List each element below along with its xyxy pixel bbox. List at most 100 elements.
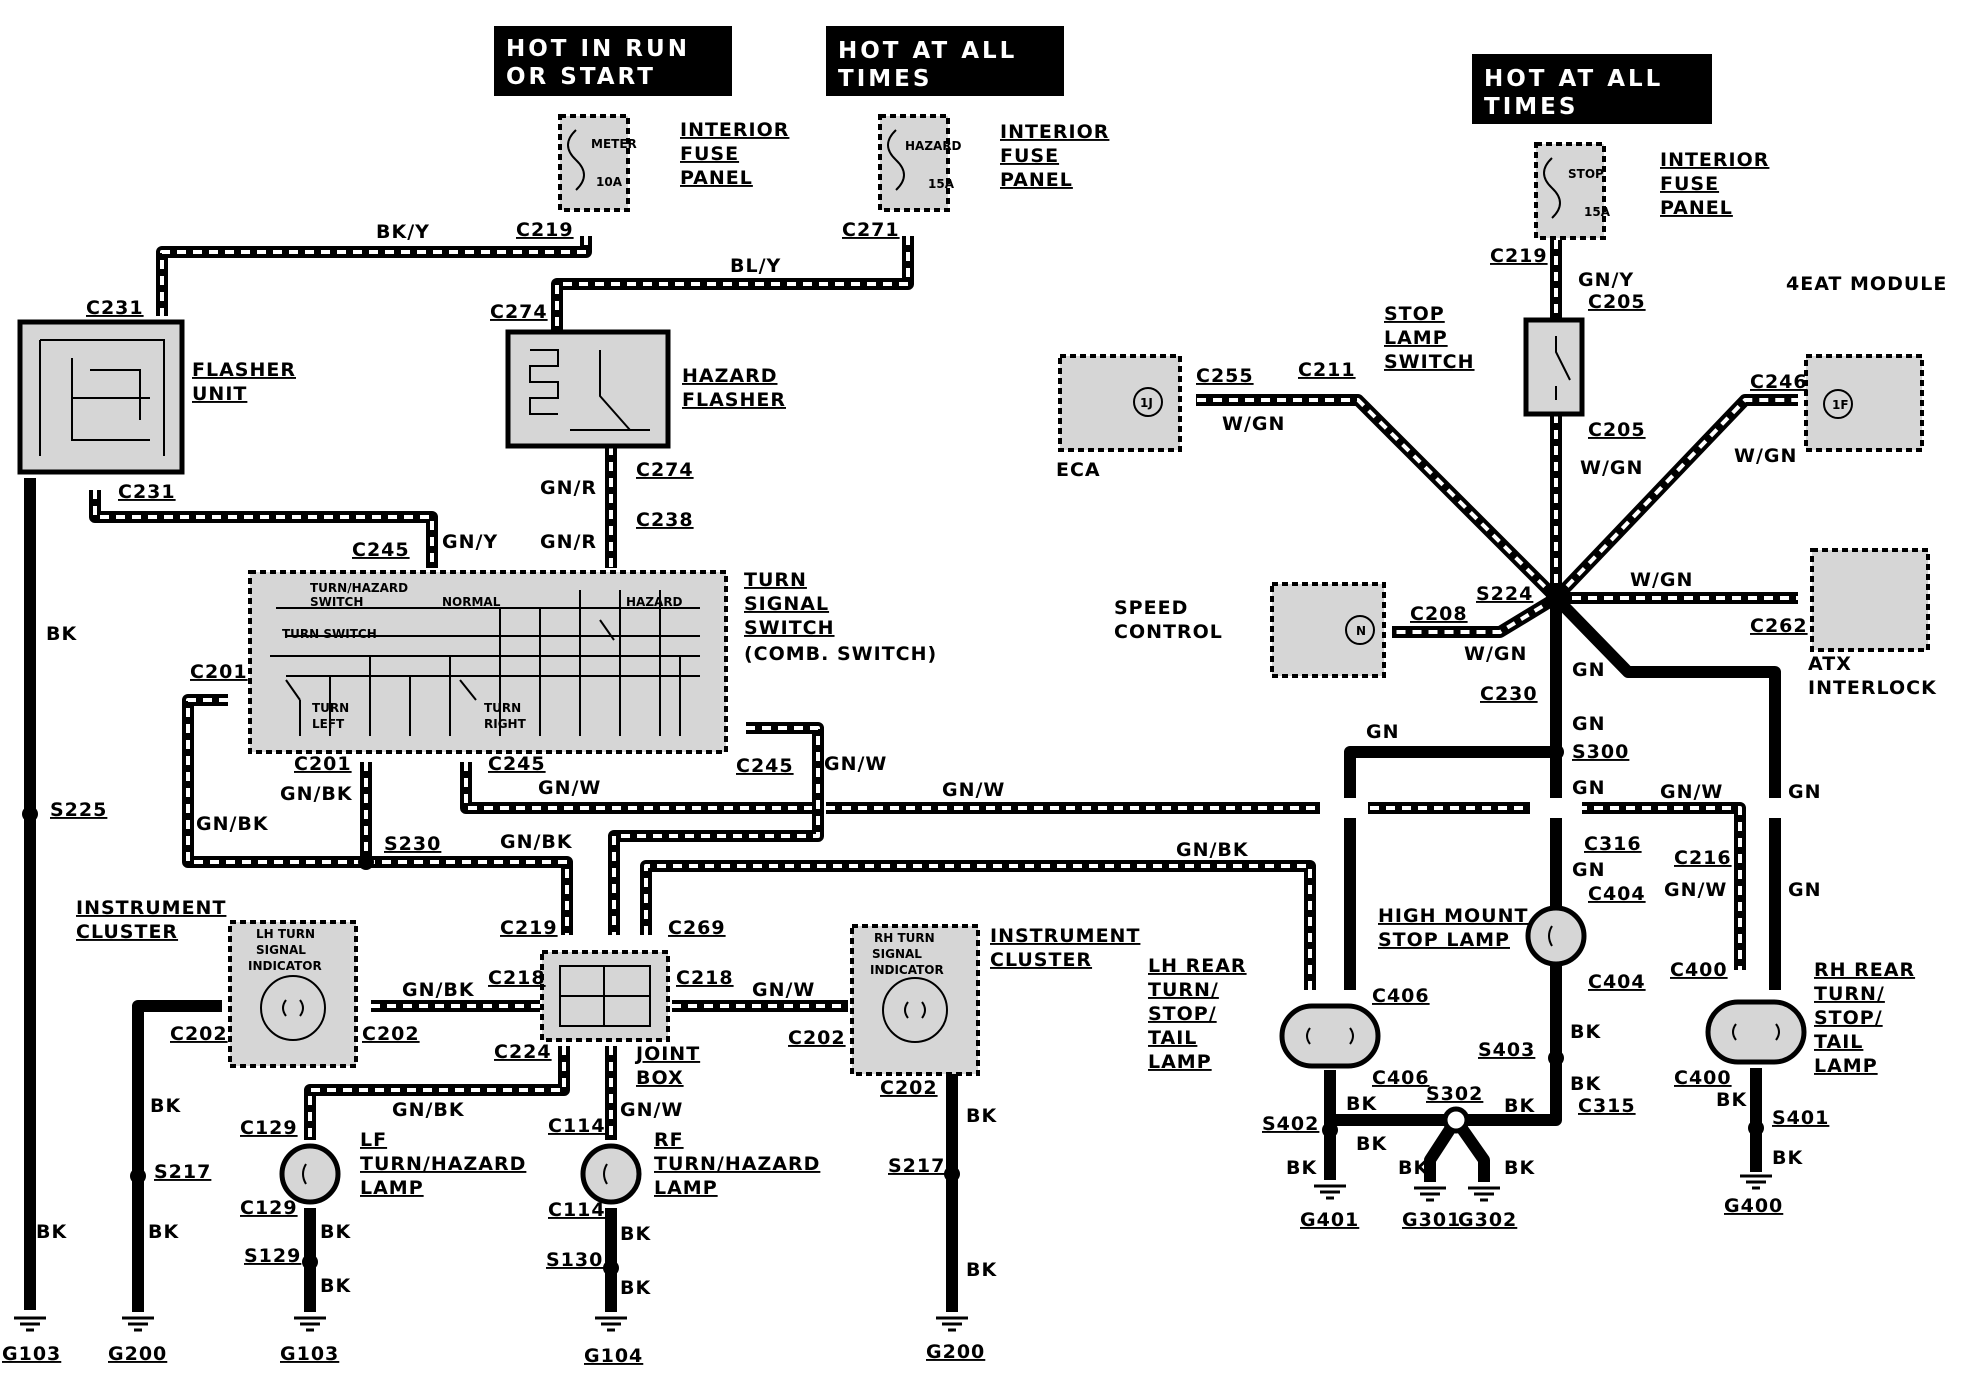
stop-lamp-switch-label-2: LAMP xyxy=(1384,327,1448,349)
wire-label-gn-w-rf: GN/W xyxy=(620,1099,683,1121)
splice-s129: S129 xyxy=(244,1245,301,1267)
conn-c274-bottom: C274 xyxy=(636,459,694,481)
wire-label-bk-rh-ind-1: BK xyxy=(966,1105,997,1127)
conn-c404-bottom: C404 xyxy=(1588,971,1646,993)
ground-g103-mid: G103 xyxy=(280,1343,339,1365)
wire-label-gn-lh-rear: GN xyxy=(1366,721,1400,743)
conn-c201-left: C201 xyxy=(190,661,248,683)
lh-rear-label-5: LAMP xyxy=(1148,1051,1212,1073)
conn-c231-top: C231 xyxy=(86,297,144,319)
fuse-meter-label-2: FUSE xyxy=(680,143,739,165)
splice-s302: S302 xyxy=(1426,1083,1483,1105)
conn-c224: C224 xyxy=(494,1041,552,1063)
splice-s300-dot xyxy=(1548,744,1564,760)
wire-label-bk-hm-1: BK xyxy=(1570,1021,1601,1043)
wire-label-bk-flasher-2: BK xyxy=(36,1221,67,1243)
hot-box-all-times-2: HOT AT ALL TIMES xyxy=(1472,54,1712,124)
fuse-meter-label-3: PANEL xyxy=(680,167,753,189)
wire-label-bk-g302: BK xyxy=(1504,1157,1535,1179)
splice-s217-left-dot xyxy=(130,1168,146,1184)
speed-control-label-2: CONTROL xyxy=(1114,621,1223,643)
hot-box-run-start-line1: HOT IN RUN xyxy=(506,36,690,62)
switch-turn-left-2: LEFT xyxy=(312,717,345,731)
switch-turn-hazard-2: SWITCH xyxy=(310,595,363,609)
wire-label-gn-rh-1: GN xyxy=(1788,781,1822,803)
atx-interlock-label-1: ATX xyxy=(1808,653,1852,675)
flasher-unit-label-2: UNIT xyxy=(192,383,247,405)
wire-label-gn-r-2: GN/R xyxy=(540,531,597,553)
hazard-flasher: HAZARD FLASHER xyxy=(505,329,786,449)
wire-label-bk-rh-ind-2: BK xyxy=(966,1259,997,1281)
conn-c218-left: C218 xyxy=(488,967,546,989)
wire-label-bk-lf-2: BK xyxy=(320,1275,351,1297)
splice-s302-dot xyxy=(1442,1106,1470,1134)
conn-c400-bottom: C400 xyxy=(1674,1067,1732,1089)
fuse-hazard-label-3: PANEL xyxy=(1000,169,1073,191)
switch-turn-switch: TURN SWITCH xyxy=(282,627,377,641)
ground-g301-symbol xyxy=(1414,1186,1446,1202)
lf-turn-hazard-lamp: LF TURN/HAZARD LAMP xyxy=(279,1129,525,1205)
conn-c208: C208 xyxy=(1410,603,1468,625)
joint-box-label-1: JOINT xyxy=(634,1043,700,1065)
splice-s401-dot xyxy=(1748,1120,1764,1136)
fuse-stop-label-3: PANEL xyxy=(1660,197,1733,219)
splice-s130-dot xyxy=(603,1260,619,1276)
splice-s230: S230 xyxy=(384,833,441,855)
wire-label-bk-hm-3: BK xyxy=(1504,1095,1535,1117)
splice-s300: S300 xyxy=(1572,741,1629,763)
eca-module: 1J ECA xyxy=(1056,354,1182,481)
fuse-hazard-name: HAZARD xyxy=(905,139,962,153)
lh-indicator-text-2: SIGNAL xyxy=(256,943,306,957)
ground-symbols xyxy=(14,1174,1772,1332)
wire-label-gn-rh-2: GN xyxy=(1788,879,1822,901)
conn-c114-top: C114 xyxy=(548,1115,606,1137)
high-mount-stop-lamp: HIGH MOUNT STOP LAMP xyxy=(1378,905,1587,967)
wire-label-bk-rh-1: BK xyxy=(1716,1089,1747,1111)
ground-g301: G301 xyxy=(1402,1209,1461,1231)
hazard-flasher-label-2: FLASHER xyxy=(682,389,786,411)
wires xyxy=(24,236,1798,1312)
splice-s217-right: S217 xyxy=(888,1155,945,1177)
lh-rear-label-2: TURN/ xyxy=(1148,979,1219,1001)
conn-c202-lh-right: C202 xyxy=(362,1023,420,1045)
wire-label-bk-rf-2: BK xyxy=(620,1277,651,1299)
module-4eat-pin: 1F xyxy=(1832,398,1849,412)
fuse-meter-label-1: INTERIOR xyxy=(680,119,789,141)
splice-s129-dot xyxy=(302,1254,318,1270)
wire-label-bk-lh-ind-1: BK xyxy=(150,1095,181,1117)
wire-label-gn-bk-loop: GN/BK xyxy=(196,813,269,835)
speed-control-module: N SPEED CONTROL xyxy=(1114,582,1386,678)
fuse-hazard-rating: 15A xyxy=(928,177,955,191)
speed-control-pin: N xyxy=(1356,624,1366,638)
high-mount-label-1: HIGH MOUNT xyxy=(1378,905,1528,927)
ground-g200-right-symbol xyxy=(936,1316,968,1332)
wire-label-gn-w-right: GN/W xyxy=(824,753,887,775)
ground-g103-left: G103 xyxy=(2,1343,61,1365)
eca-label: ECA xyxy=(1056,459,1101,481)
atx-interlock-label-2: INTERLOCK xyxy=(1808,677,1937,699)
ground-g400: G400 xyxy=(1724,1195,1783,1217)
conn-c219-fuse: C219 xyxy=(516,219,574,241)
wire-label-bk-lh-1: BK xyxy=(1346,1093,1377,1115)
conn-c216: C216 xyxy=(1674,847,1732,869)
hazard-flasher-label-1: HAZARD xyxy=(682,365,778,387)
fuse-stop: STOP 15A INTERIOR FUSE PANEL xyxy=(1534,142,1768,240)
conn-c316: C316 xyxy=(1584,833,1642,855)
conn-c231-bottom: C231 xyxy=(118,481,176,503)
wire-label-bk-lh-ind-2: BK xyxy=(148,1221,179,1243)
rh-indicator-text-1: RH TURN xyxy=(874,931,935,945)
splice-s224-dot xyxy=(1546,588,1566,608)
lf-lamp-label-1: LF xyxy=(360,1129,387,1151)
lh-rear-lamp: LH REAR TURN/ STOP/ TAIL LAMP xyxy=(1148,955,1381,1073)
splice-s403-dot xyxy=(1548,1050,1564,1066)
conn-c129-bottom: C129 xyxy=(240,1197,298,1219)
ground-g200-left-symbol xyxy=(122,1316,154,1332)
eca-pin: 1J xyxy=(1140,396,1153,410)
rf-lamp-label-3: LAMP xyxy=(654,1177,718,1199)
splice-s225: S225 xyxy=(50,799,107,821)
flasher-unit: FLASHER UNIT xyxy=(17,319,295,475)
high-mount-label-2: STOP LAMP xyxy=(1378,929,1510,951)
module-4eat: 1F 4EAT MODULE xyxy=(1786,273,1946,452)
conn-c245-right: C245 xyxy=(736,755,794,777)
cluster-left-label-1: INSTRUMENT xyxy=(76,897,226,919)
